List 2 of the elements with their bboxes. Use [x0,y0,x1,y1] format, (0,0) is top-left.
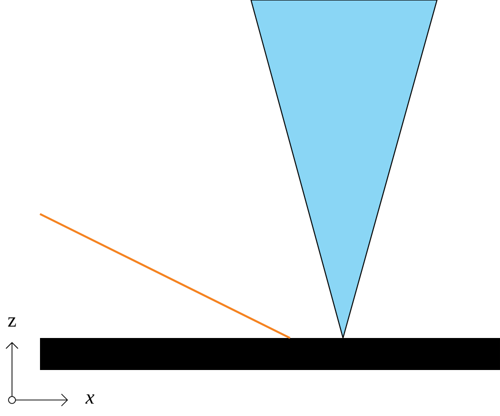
axis-label: x [85,394,94,404]
axis-label: z [8,317,16,327]
